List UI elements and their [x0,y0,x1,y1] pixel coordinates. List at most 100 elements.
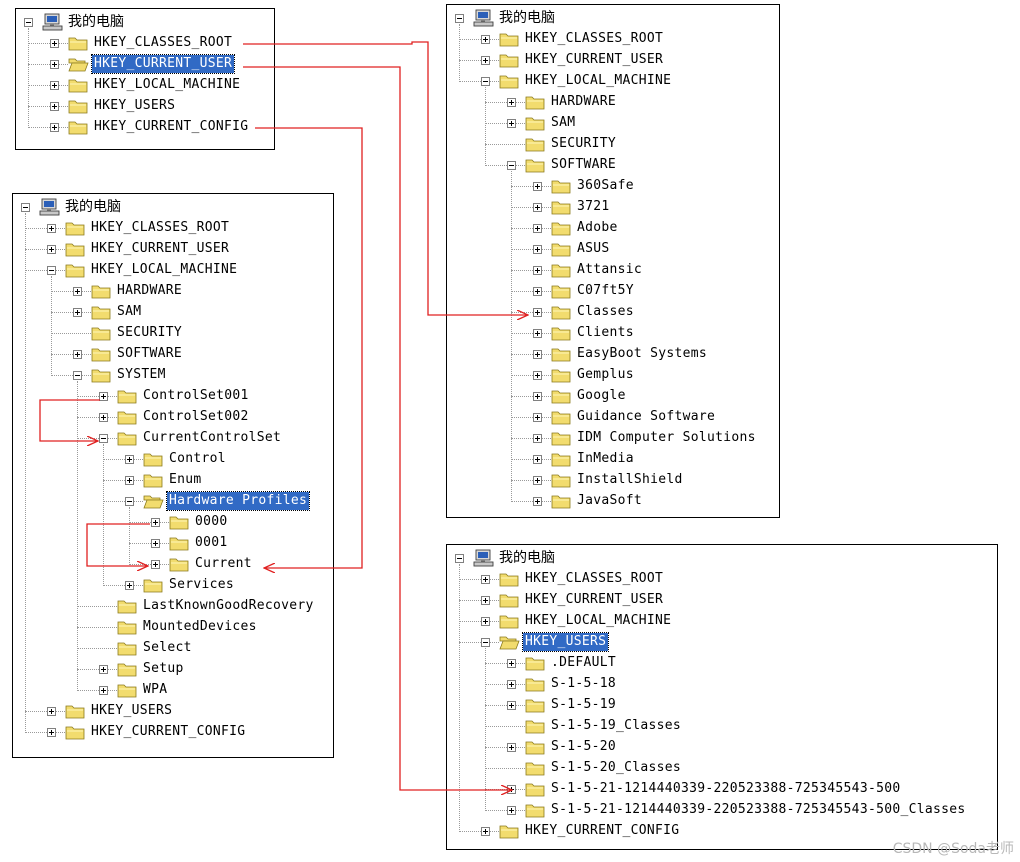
tree-node[interactable]: 我的电脑 [447,548,997,569]
expand-plus-icon[interactable] [50,102,59,111]
expand-plus-icon[interactable] [533,455,542,464]
tree-node[interactable]: HKEY_CLASSES_ROOT [459,29,779,50]
tree-node[interactable]: S-1-5-19 [485,695,997,716]
expand-plus-icon[interactable] [99,686,108,695]
tree-node[interactable]: HKEY_CURRENT_CONFIG [28,117,274,138]
tree-node[interactable]: SOFTWARE [485,155,779,176]
tree-node[interactable]: S-1-5-20 [485,737,997,758]
expand-plus-icon[interactable] [533,287,542,296]
tree-node[interactable]: SECURITY [485,134,779,155]
expand-plus-icon[interactable] [507,785,516,794]
tree-node[interactable]: WPA [77,680,333,701]
tree-node[interactable]: EasyBoot Systems [511,344,779,365]
tree-node[interactable]: Hardware Profiles [103,491,333,512]
expand-plus-icon[interactable] [73,308,82,317]
expand-plus-icon[interactable] [73,287,82,296]
tree-node[interactable]: C07ft5Y [511,281,779,302]
tree-node[interactable]: 360Safe [511,176,779,197]
expand-plus-icon[interactable] [50,81,59,90]
tree-node[interactable]: JavaSoft [511,491,779,512]
tree-node[interactable]: HKEY_CURRENT_USER [28,54,274,75]
expand-plus-icon[interactable] [99,665,108,674]
tree-node[interactable]: HKEY_LOCAL_MACHINE [459,611,997,632]
tree-node[interactable]: HKEY_CURRENT_CONFIG [25,722,333,743]
expand-plus-icon[interactable] [481,596,490,605]
expand-plus-icon[interactable] [481,827,490,836]
expand-plus-icon[interactable] [125,476,134,485]
tree-node[interactable]: HKEY_USERS [25,701,333,722]
expand-plus-icon[interactable] [533,371,542,380]
expand-plus-icon[interactable] [151,560,160,569]
expand-plus-icon[interactable] [533,308,542,317]
tree-node[interactable]: InMedia [511,449,779,470]
expand-plus-icon[interactable] [481,56,490,65]
tree-node[interactable]: HKEY_CURRENT_USER [459,50,779,71]
tree-node[interactable]: MountedDevices [77,617,333,638]
tree-node[interactable]: 我的电脑 [13,197,333,218]
expand-plus-icon[interactable] [50,60,59,69]
expand-plus-icon[interactable] [47,728,56,737]
tree-node[interactable]: HKEY_LOCAL_MACHINE [25,260,333,281]
expand-plus-icon[interactable] [533,329,542,338]
tree-node[interactable]: HKEY_CURRENT_USER [25,239,333,260]
expand-plus-icon[interactable] [533,224,542,233]
tree-node[interactable]: Guidance Software [511,407,779,428]
expand-plus-icon[interactable] [73,350,82,359]
tree-node[interactable]: LastKnownGoodRecovery [77,596,333,617]
tree-node[interactable]: SAM [51,302,333,323]
expand-plus-icon[interactable] [47,224,56,233]
tree-node[interactable]: Clients [511,323,779,344]
collapse-minus-icon[interactable] [47,266,56,275]
expand-plus-icon[interactable] [507,119,516,128]
expand-plus-icon[interactable] [533,245,542,254]
tree-node[interactable]: Classes [511,302,779,323]
expand-plus-icon[interactable] [47,707,56,716]
tree-node[interactable]: 3721 [511,197,779,218]
tree-node[interactable]: Control [103,449,333,470]
tree-node[interactable]: S-1-5-19_Classes [485,716,997,737]
tree-node[interactable]: ControlSet001 [77,386,333,407]
expand-plus-icon[interactable] [533,476,542,485]
tree-node[interactable]: SYSTEM [51,365,333,386]
collapse-minus-icon[interactable] [481,638,490,647]
expand-plus-icon[interactable] [533,182,542,191]
tree-node[interactable]: Google [511,386,779,407]
tree-node[interactable]: S-1-5-18 [485,674,997,695]
expand-plus-icon[interactable] [47,245,56,254]
expand-plus-icon[interactable] [151,518,160,527]
collapse-minus-icon[interactable] [73,371,82,380]
tree-node[interactable]: Services [103,575,333,596]
expand-plus-icon[interactable] [50,123,59,132]
expand-plus-icon[interactable] [533,266,542,275]
collapse-minus-icon[interactable] [481,77,490,86]
expand-plus-icon[interactable] [507,701,516,710]
tree-node[interactable]: SOFTWARE [51,344,333,365]
expand-plus-icon[interactable] [125,581,134,590]
tree-node[interactable]: CurrentControlSet [77,428,333,449]
expand-plus-icon[interactable] [533,392,542,401]
tree-node[interactable]: IDM Computer Solutions [511,428,779,449]
tree-node[interactable]: Current [129,554,333,575]
tree-node[interactable]: S-1-5-21-1214440339-220523388-725345543-… [485,779,997,800]
expand-plus-icon[interactable] [533,434,542,443]
tree-node[interactable]: HKEY_USERS [28,96,274,117]
tree-node[interactable]: ControlSet002 [77,407,333,428]
expand-plus-icon[interactable] [99,392,108,401]
tree-node[interactable]: HKEY_CLASSES_ROOT [459,569,997,590]
expand-plus-icon[interactable] [533,413,542,422]
tree-node[interactable]: HARDWARE [485,92,779,113]
expand-plus-icon[interactable] [533,497,542,506]
collapse-minus-icon[interactable] [125,497,134,506]
tree-node[interactable]: Adobe [511,218,779,239]
expand-plus-icon[interactable] [481,35,490,44]
tree-node[interactable]: SAM [485,113,779,134]
tree-node[interactable]: 0000 [129,512,333,533]
tree-node[interactable]: HKEY_CLASSES_ROOT [28,33,274,54]
tree-node[interactable]: ASUS [511,239,779,260]
tree-node[interactable]: Select [77,638,333,659]
expand-plus-icon[interactable] [99,413,108,422]
collapse-minus-icon[interactable] [455,554,464,563]
collapse-minus-icon[interactable] [24,18,33,27]
tree-node[interactable]: HKEY_LOCAL_MACHINE [459,71,779,92]
tree-node[interactable]: S-1-5-20_Classes [485,758,997,779]
